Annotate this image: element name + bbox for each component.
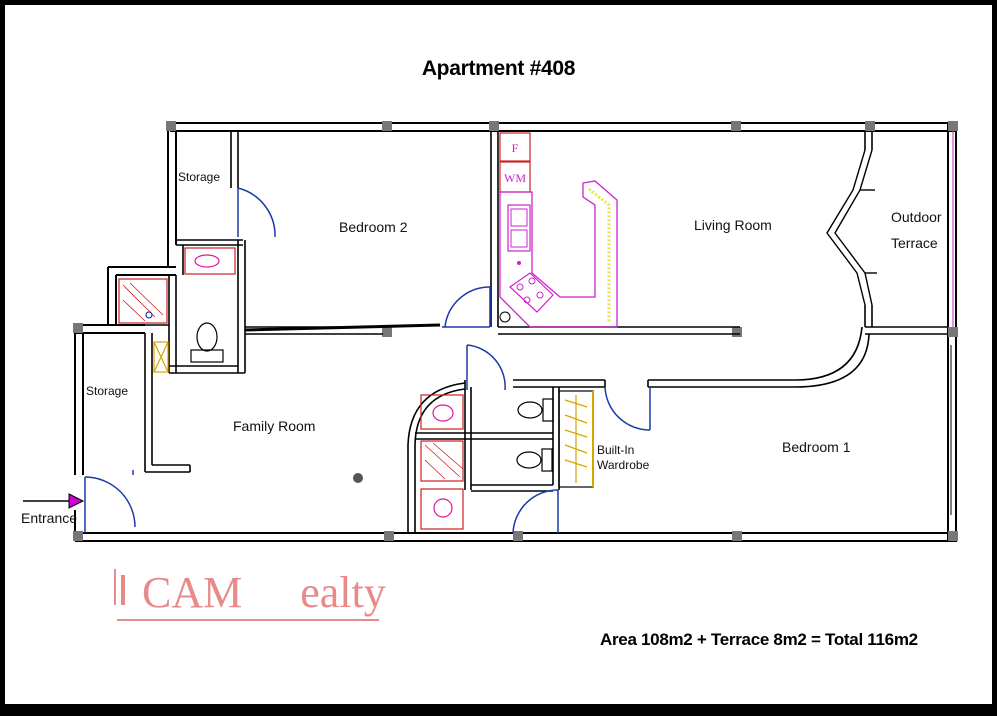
label-storage-left: Storage — [86, 384, 129, 398]
kitchen-counter — [499, 180, 618, 328]
kitchen-sink — [507, 204, 531, 252]
drawing-sheet: Apartment #408 — [5, 5, 992, 704]
entrance-arrow — [23, 493, 85, 509]
logo-text-right: ealty — [300, 568, 386, 617]
floor-plan: F WM — [23, 121, 958, 542]
outer-walls — [74, 122, 957, 542]
label-living-room: Living Room — [694, 217, 772, 233]
doors — [84, 187, 651, 534]
area-summary: Area 108m2 + Terrace 8m2 = Total 116m2 — [600, 630, 918, 649]
drain-circle — [499, 311, 511, 323]
label-entrance: Entrance — [21, 510, 78, 526]
column-markers — [73, 121, 958, 541]
logo-bars — [113, 567, 131, 618]
plan-title: Apartment #408 — [421, 57, 576, 80]
folding-doors — [826, 149, 877, 306]
column-dot — [353, 473, 363, 483]
label-wardrobe: Wardrobe — [597, 458, 650, 472]
washing-machine-label: WM — [504, 171, 526, 185]
logo-underline — [117, 619, 379, 621]
fridge-box — [499, 132, 531, 162]
kitchen: F WM — [499, 132, 618, 328]
bath-fixtures — [118, 247, 554, 530]
stove — [509, 272, 554, 313]
interior-walls — [116, 131, 948, 533]
label-storage-top: Storage — [178, 170, 221, 184]
window-line — [244, 323, 441, 332]
label-outdoor: Outdoor — [891, 209, 942, 225]
label-bedroom-1: Bedroom 1 — [782, 439, 851, 455]
logo-text-left: CAM — [142, 568, 243, 617]
realty-logo: CAM ealty — [113, 567, 386, 618]
label-built-in: Built-In — [597, 443, 635, 457]
label-terrace: Terrace — [891, 235, 938, 251]
label-bedroom-2: Bedroom 2 — [339, 219, 408, 235]
fridge-label: F — [512, 141, 519, 155]
label-family-room: Family Room — [233, 418, 316, 434]
wardrobe — [558, 390, 594, 488]
